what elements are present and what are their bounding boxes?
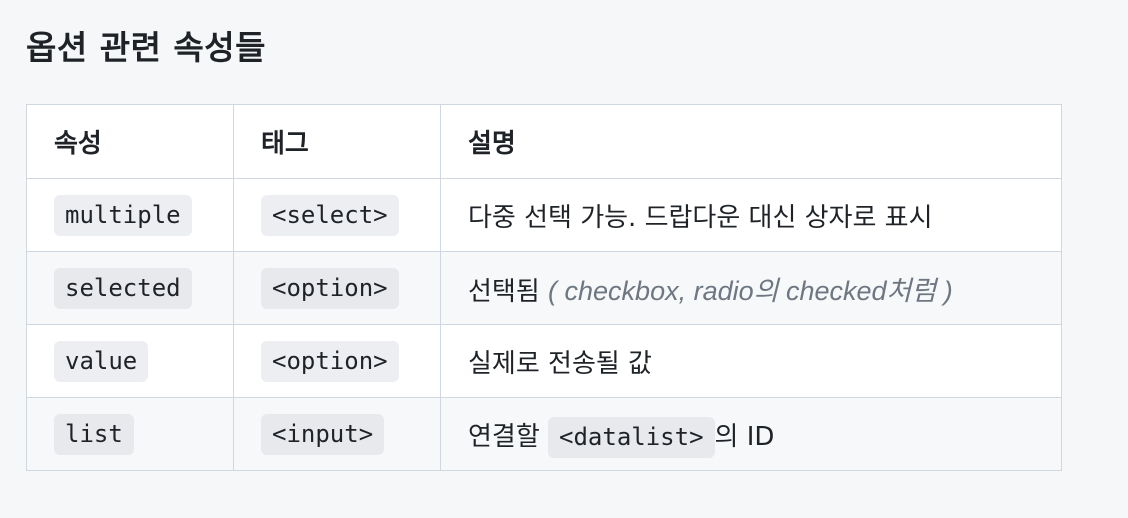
tag-cell: <input>: [233, 397, 441, 471]
desc-cell: 선택됨 ( checkbox, radio의 checked처럼 ): [440, 251, 1062, 325]
desc-text-before: 연결할: [468, 421, 540, 452]
desc-cell: 연결할 <datalist>의 ID: [440, 397, 1062, 471]
header-tag: 태그: [233, 104, 441, 179]
tag-cell: <select>: [233, 178, 441, 252]
tag-code: <select>: [261, 195, 399, 236]
tag-cell: <option>: [233, 251, 441, 325]
attr-code: multiple: [54, 195, 192, 236]
tag-code: <input>: [261, 414, 385, 455]
attr-cell: multiple: [26, 178, 234, 252]
attr-cell: list: [26, 397, 234, 471]
tag-cell: <option>: [233, 324, 441, 398]
desc-cell: 실제로 전송될 값: [440, 324, 1062, 398]
tag-code: <option>: [261, 268, 399, 309]
section-heading: 옵션 관련 속성들: [26, 28, 266, 67]
desc-cell: 다중 선택 가능. 드랍다운 대신 상자로 표시: [440, 178, 1062, 252]
table-row: multiple <select> 다중 선택 가능. 드랍다운 대신 상자로 …: [26, 178, 1062, 252]
table-row: selected <option> 선택됨 ( checkbox, radio의…: [26, 251, 1062, 325]
attr-cell: selected: [26, 251, 234, 325]
header-description: 설명: [440, 104, 1062, 179]
attr-code: value: [54, 341, 149, 382]
table-row: list <input> 연결할 <datalist>의 ID: [26, 397, 1062, 471]
attributes-table: 속성 태그 설명 multiple <select> 다중 선택 가능. 드랍다…: [26, 104, 1062, 471]
header-attribute: 속성: [26, 104, 234, 179]
table-header-row: 속성 태그 설명: [26, 104, 1062, 179]
table-row: value <option> 실제로 전송될 값: [26, 324, 1062, 398]
desc-text: 다중 선택 가능. 드랍다운 대신 상자로 표시: [468, 202, 933, 233]
desc-text-after: 의 ID: [714, 421, 775, 452]
desc-note: ( checkbox, radio의 checked처럼 ): [548, 275, 953, 306]
attr-cell: value: [26, 324, 234, 398]
desc-text: 선택됨: [468, 276, 540, 307]
desc-text: 실제로 전송될 값: [468, 348, 652, 379]
attr-code: list: [54, 414, 134, 455]
desc-code: <datalist>: [548, 416, 715, 458]
tag-code: <option>: [261, 341, 399, 382]
attr-code: selected: [54, 268, 192, 309]
